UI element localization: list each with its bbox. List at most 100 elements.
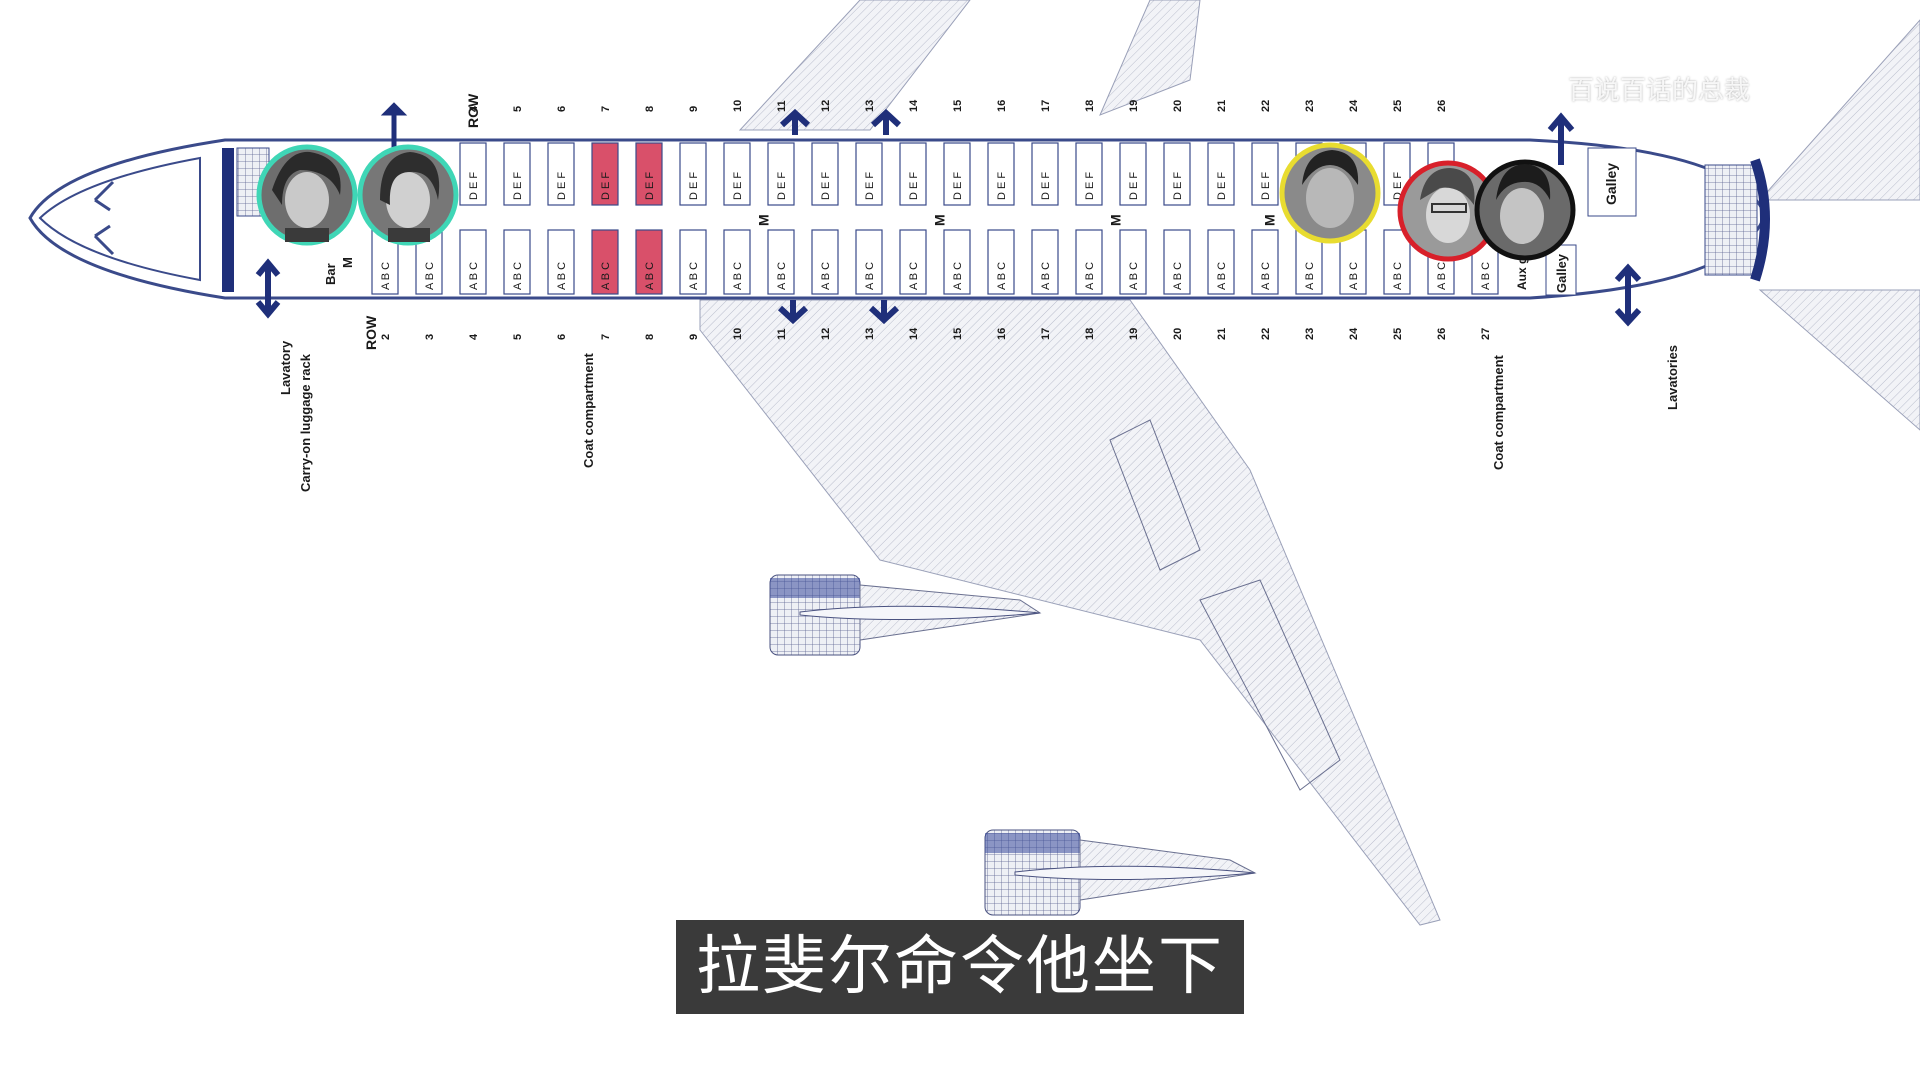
row-number-top: 7 <box>600 106 612 112</box>
lavatory-label: Lavatory <box>278 340 293 395</box>
seat-block-left: A B C <box>591 229 619 295</box>
coat-compartment-rear-label: Coat compartment <box>1491 354 1506 470</box>
seat-block-right: D E F <box>723 142 751 206</box>
row-number-top: 11 <box>776 100 788 112</box>
rear-galley-top <box>1587 147 1637 217</box>
exit-arrow-front-bottom <box>255 258 281 319</box>
seat-letters-right: D E F <box>864 172 876 200</box>
row-number-top: 17 <box>1040 100 1052 112</box>
seat-block-right: D E F <box>459 142 487 206</box>
seat-letters-right: D E F <box>1216 172 1228 200</box>
movie-screen-marker: M <box>931 214 947 226</box>
row-number-bottom: 26 <box>1436 328 1448 340</box>
tail-fin-lower <box>1758 289 1920 431</box>
seat-letters-left: A B C <box>1084 262 1096 290</box>
row-number-bottom: 14 <box>908 327 920 340</box>
exit-arrow-rear-top <box>1547 112 1575 165</box>
seat-letters-left: A B C <box>1304 262 1316 290</box>
row-number-bottom: 13 <box>864 328 876 340</box>
row-number-bottom: 4 <box>468 333 480 340</box>
carry-on-label: Carry-on luggage rack <box>298 353 313 492</box>
lavatories-label: Lavatories <box>1665 345 1680 410</box>
seat-block-right: D E F <box>855 142 883 206</box>
exit-arrow-wing-bottom-2 <box>868 300 900 325</box>
row-number-top: 19 <box>1128 100 1140 112</box>
seat-block-right: D E F <box>679 142 707 206</box>
row-number-top: 16 <box>996 100 1008 112</box>
seat-block-left: A B C <box>899 229 927 295</box>
forward-bulkhead <box>222 148 234 292</box>
seat-letters-left: A B C <box>1392 262 1404 290</box>
portrait-passenger-red <box>1397 160 1499 262</box>
rear-galley-bottom <box>1545 244 1577 296</box>
row-number-top: 21 <box>1216 100 1228 112</box>
seat-block-right: D E F <box>591 142 619 206</box>
seat-letters-left: A B C <box>380 262 392 290</box>
row-number-top: 23 <box>1304 100 1316 112</box>
portrait-passenger-black <box>1474 159 1576 261</box>
seat-letters-right: D E F <box>908 172 920 200</box>
row-number-bottom: 7 <box>600 334 612 340</box>
row-label-bottom: ROW <box>363 315 379 350</box>
main-wing <box>699 299 1441 926</box>
seat-block-left: A B C <box>723 229 751 295</box>
portraits <box>256 142 1576 262</box>
seat-letters-left: A B C <box>1480 262 1492 290</box>
seat-block-right: D E F <box>899 142 927 206</box>
seat-letters-right: D E F <box>820 172 832 200</box>
bar-m-label: M <box>340 257 355 268</box>
portrait-stewardess-2 <box>357 144 459 246</box>
engine-upper <box>769 574 1042 656</box>
seat-block-right: D E F <box>767 142 795 206</box>
seat-letters-right: D E F <box>468 172 480 200</box>
row-number-bottom: 15 <box>952 328 964 340</box>
seat-letters-left: A B C <box>820 262 832 290</box>
row-number-bottom: 11 <box>776 328 788 340</box>
seat-block-left: A B C <box>1163 229 1191 295</box>
portrait-passenger-yellow <box>1279 142 1381 244</box>
row-number-bottom: 20 <box>1172 328 1184 340</box>
row-number-top: 18 <box>1084 100 1096 112</box>
seat-block-left: A B C <box>547 229 575 295</box>
seat-letters-right: D E F <box>952 172 964 200</box>
aft-bulkhead <box>1750 158 1770 282</box>
seat-block-right: D E F <box>811 142 839 206</box>
seat-block-right: D E F <box>1119 142 1147 206</box>
seat-block-right: D E F <box>547 142 575 206</box>
seat-letters-left: A B C <box>600 262 612 290</box>
movie-screen-marker: M <box>1261 214 1277 226</box>
galley-bottom-label: Galley <box>1554 253 1569 293</box>
row-number-bottom: 16 <box>996 328 1008 340</box>
exit-arrow-wing-top-1 <box>779 108 811 135</box>
channel-watermark: 百说百话的总裁 <box>1568 76 1751 106</box>
seat-letters-right: D E F <box>1172 172 1184 200</box>
seat-block-right: D E F <box>1031 142 1059 206</box>
seat-block-left: A B C <box>767 229 795 295</box>
rear-grid-area <box>1704 164 1758 276</box>
row-number-top: 5 <box>512 106 524 112</box>
seat-letters-left: A B C <box>556 262 568 290</box>
row-label-top: ROW <box>465 93 481 128</box>
seat-block-right: D E F <box>943 142 971 206</box>
seat-letters-right: D E F <box>732 172 744 200</box>
seat-block-left: A B C <box>855 229 883 295</box>
row-number-bottom: 24 <box>1348 327 1360 340</box>
row-number-bottom: 5 <box>512 334 524 340</box>
row-number-bottom: 21 <box>1216 328 1228 340</box>
seat-letters-left: A B C <box>908 262 920 290</box>
seat-block-left: A B C <box>1207 229 1235 295</box>
seat-letters-right: D E F <box>996 172 1008 200</box>
exit-arrow-wing-top-2 <box>870 108 902 135</box>
seat-letters-right: D E F <box>556 172 568 200</box>
seat-letters-right: D E F <box>512 172 524 200</box>
seat-letters-left: A B C <box>1348 262 1360 290</box>
seat-letters-left: A B C <box>644 262 656 290</box>
seat-block-left: A B C <box>1119 229 1147 295</box>
exit-arrow-front-top <box>380 102 408 151</box>
tail-fin-upper <box>1758 19 1920 201</box>
row-number-top: 14 <box>908 99 920 112</box>
row-number-bottom: 25 <box>1392 328 1404 340</box>
seat-block-left: A B C <box>1383 229 1411 295</box>
seat-letters-left: A B C <box>1128 262 1140 290</box>
